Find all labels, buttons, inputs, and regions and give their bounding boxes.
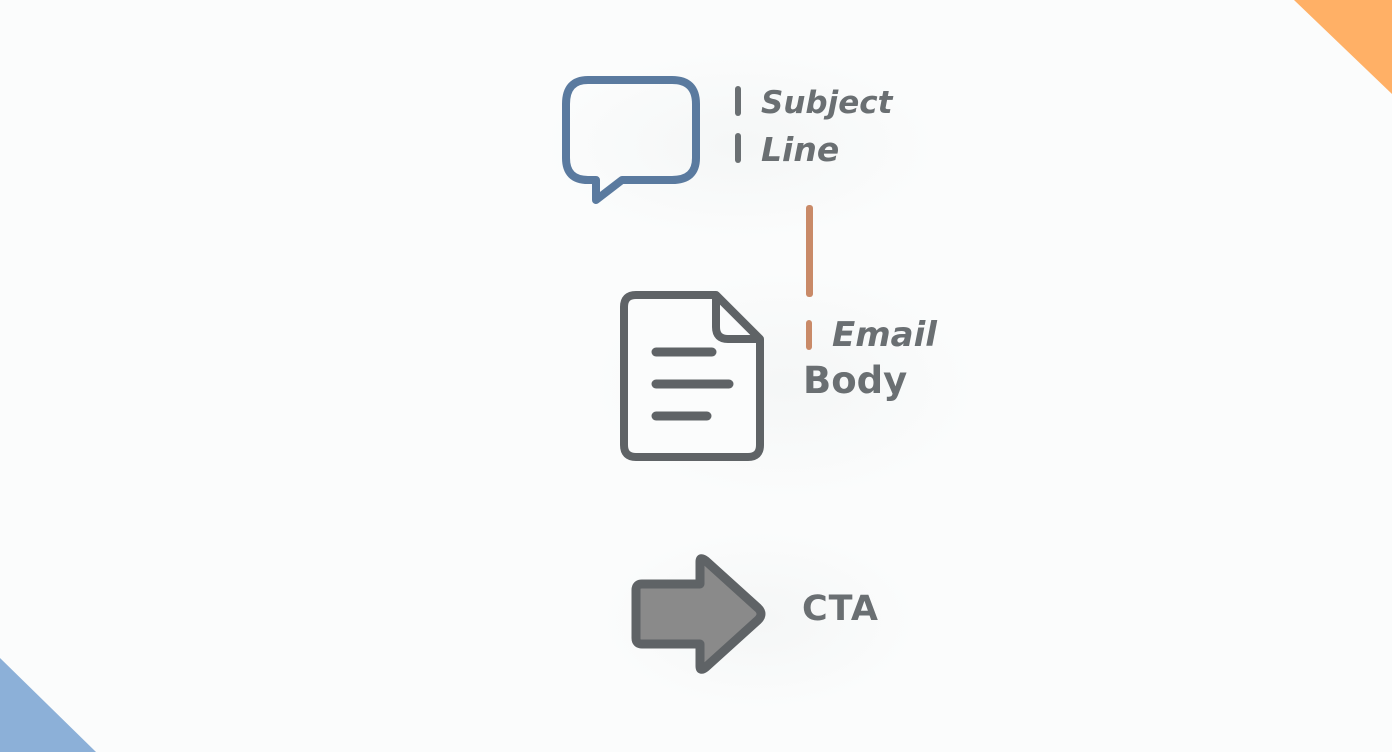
subject-marker-2: [735, 133, 741, 163]
corner-accent-top-right: [1292, 0, 1392, 100]
body-marker: [806, 320, 812, 350]
subject-marker-1: [735, 86, 741, 116]
document-icon: [618, 289, 768, 465]
subject-label-line1: Subject: [761, 85, 893, 121]
corner-accent-bottom-left: [0, 652, 100, 752]
subject-label-line2: Line: [761, 130, 840, 169]
body-label-line1: Email: [832, 315, 937, 355]
body-label-line2: Body: [803, 359, 908, 402]
speech-bubble-icon: [560, 74, 710, 214]
arrow-right-icon: [628, 552, 770, 678]
connector-line: [806, 205, 813, 297]
cta-label: CTA: [802, 589, 879, 629]
